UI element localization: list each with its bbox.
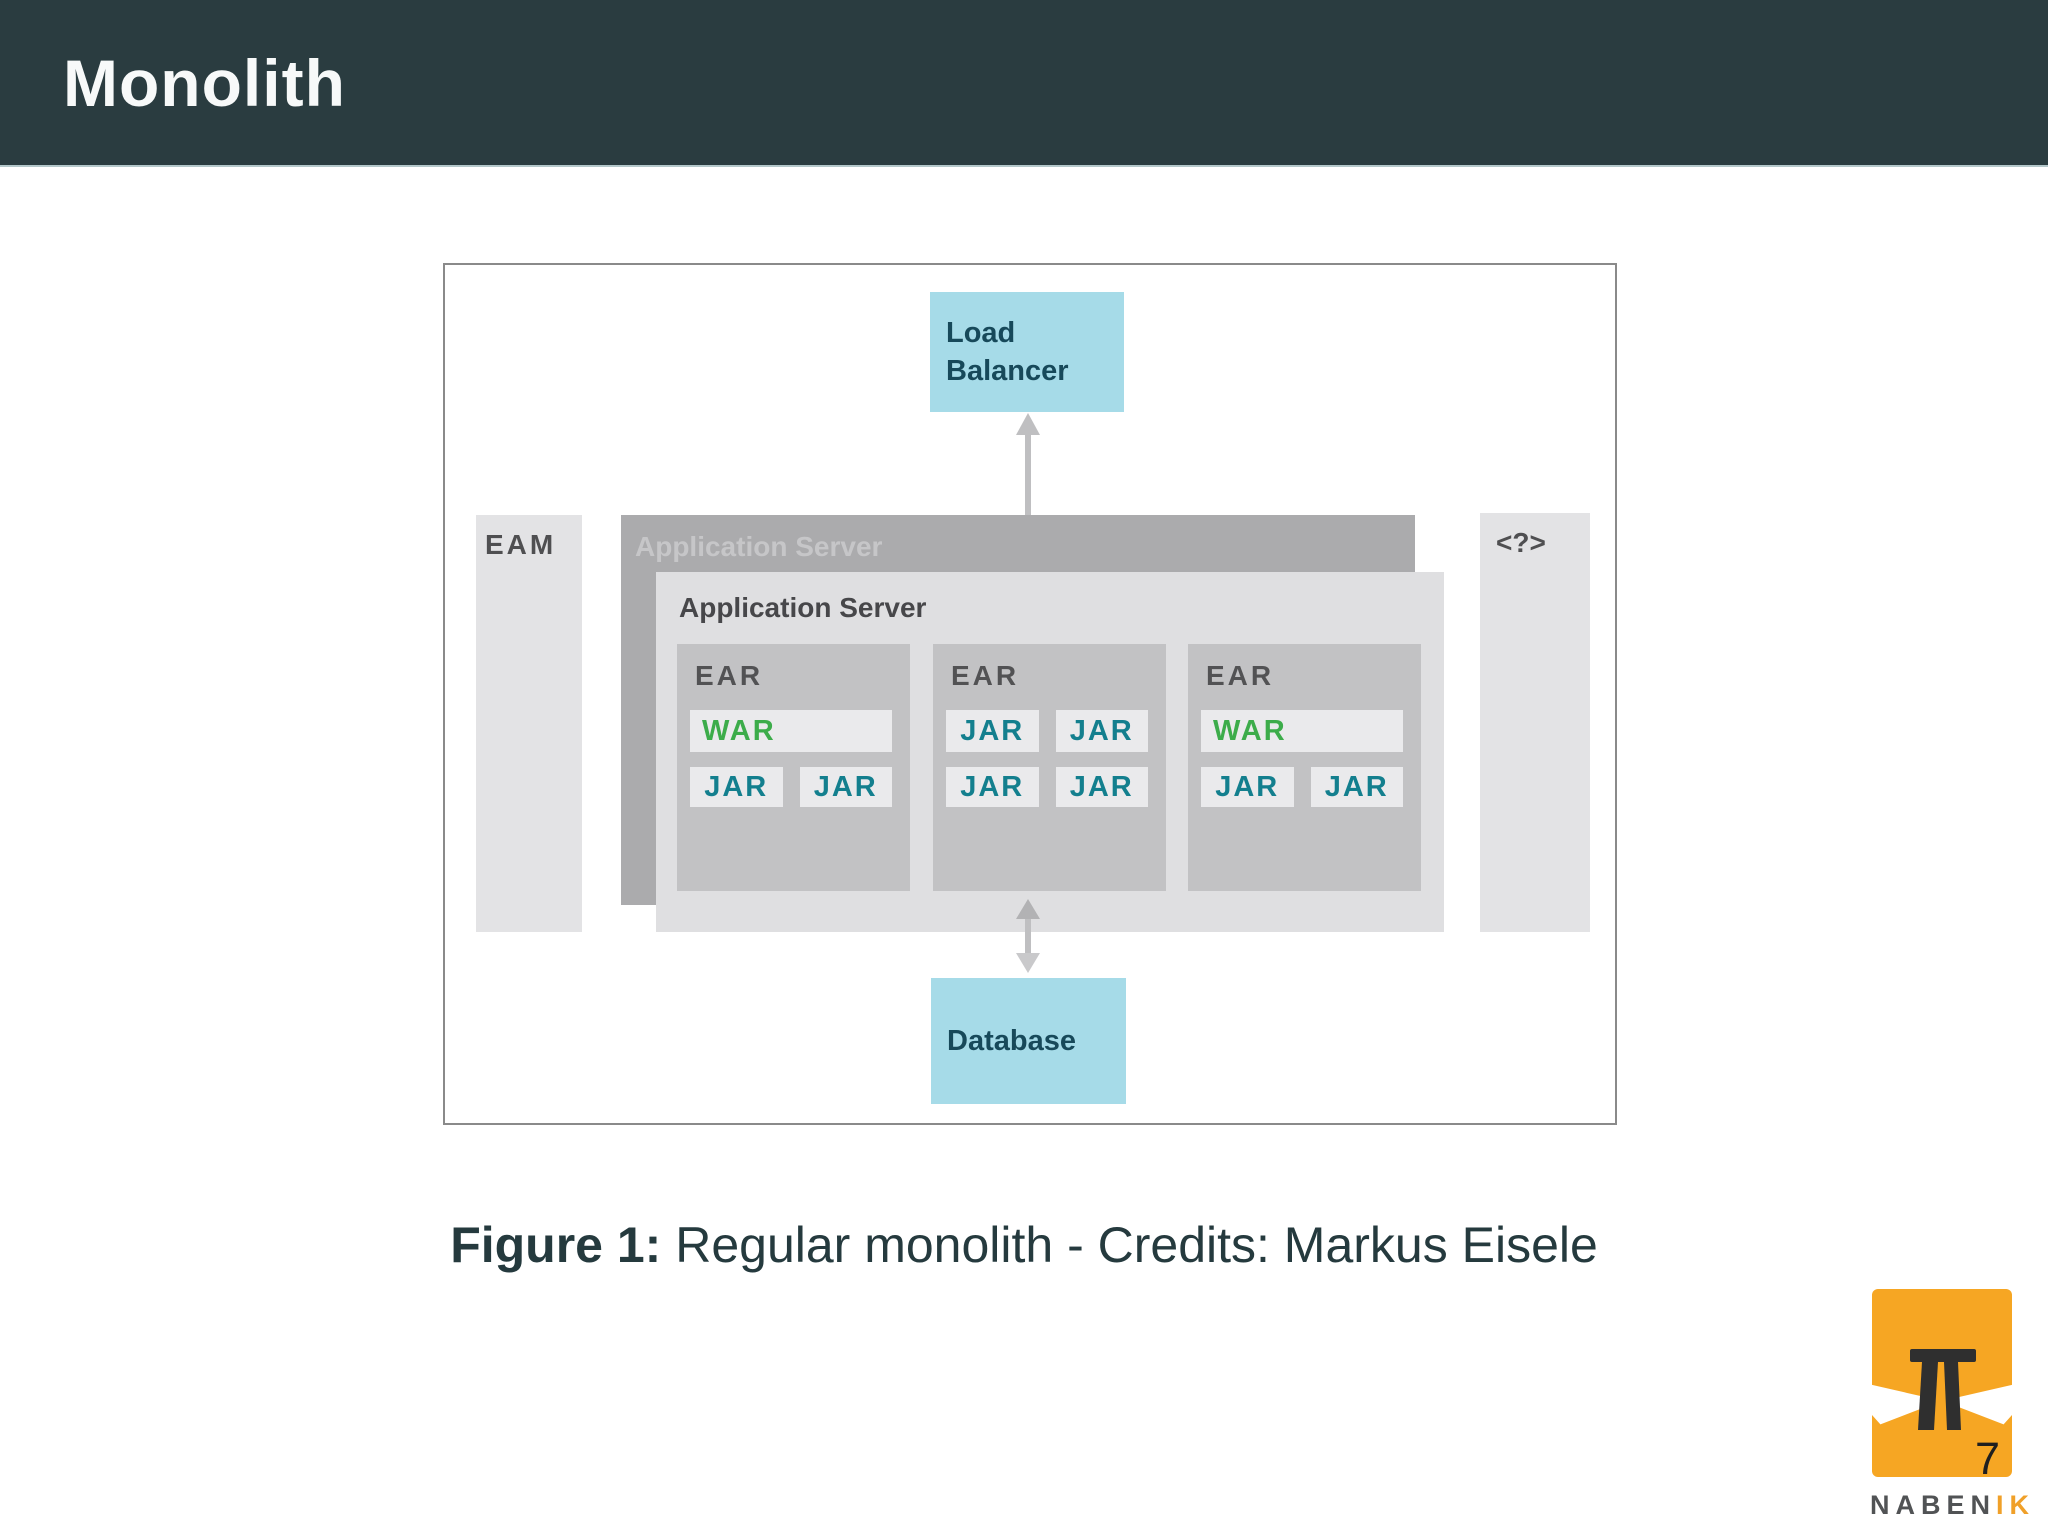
load-balancer-label: Load Balancer: [946, 316, 1069, 387]
eam-box: EAM: [476, 515, 582, 932]
jar-chip: JAR: [799, 767, 892, 807]
unknown-box: <?>: [1480, 513, 1590, 932]
app-server-front-label: Application Server: [679, 592, 927, 623]
logo-pillar-icon: [1910, 1349, 1976, 1430]
ear-box: EAR WAR JAR JAR: [677, 644, 910, 891]
database-label: Database: [947, 1024, 1076, 1057]
ear-box: EAR JAR JAR JAR JAR: [933, 644, 1166, 891]
slide-header: Monolith: [0, 0, 2048, 167]
monolith-diagram: Load Balancer EAM Application Server App…: [443, 263, 1617, 1125]
nabenik-logo: 7: [1872, 1289, 2012, 1484]
jar-chip: JAR: [1310, 767, 1403, 807]
jar-chip: JAR: [946, 710, 1039, 752]
jar-chip: JAR: [1055, 767, 1148, 807]
jar-chip: JAR: [1055, 710, 1148, 752]
figure-caption: Figure 1: Regular monolith - Credits: Ma…: [0, 1216, 2048, 1274]
chip-row: JAR JAR: [1201, 767, 1403, 807]
arrow-appserver-database: [1016, 899, 1040, 973]
chip-row: JAR JAR: [690, 767, 892, 807]
logo-background: [1872, 1289, 2012, 1477]
page-number: 7: [1975, 1433, 2001, 1484]
brand-accent: IK: [1996, 1490, 2036, 1520]
ear-label: EAR: [1206, 660, 1275, 691]
chip-row: JAR JAR: [946, 710, 1148, 752]
ear-label: EAR: [695, 660, 764, 691]
brand-wordmark: NABENIK: [1870, 1490, 2048, 1521]
war-chip: WAR: [690, 710, 892, 752]
brand-dark: NABEN: [1870, 1490, 1997, 1520]
slide-title: Monolith: [63, 45, 346, 120]
ear-box: EAR WAR JAR JAR: [1188, 644, 1421, 891]
unknown-label: <?>: [1496, 527, 1546, 558]
app-server-back-label: Application Server: [635, 531, 883, 562]
jar-chip: JAR: [690, 767, 783, 807]
jar-chip: JAR: [946, 767, 1039, 807]
load-balancer-box: Load Balancer: [930, 292, 1124, 412]
figure-caption-label: Figure 1:: [450, 1217, 662, 1273]
eam-label: EAM: [485, 529, 557, 560]
figure-caption-body: Regular monolith - Credits: Markus Eisel…: [675, 1217, 1598, 1273]
database-box: Database: [931, 978, 1126, 1104]
war-chip: WAR: [1201, 710, 1403, 752]
ear-label: EAR: [951, 660, 1020, 691]
chip-row: WAR: [1201, 710, 1403, 752]
chip-row: JAR JAR: [946, 767, 1148, 807]
jar-chip: JAR: [1201, 767, 1294, 807]
chip-row: WAR: [690, 710, 892, 752]
